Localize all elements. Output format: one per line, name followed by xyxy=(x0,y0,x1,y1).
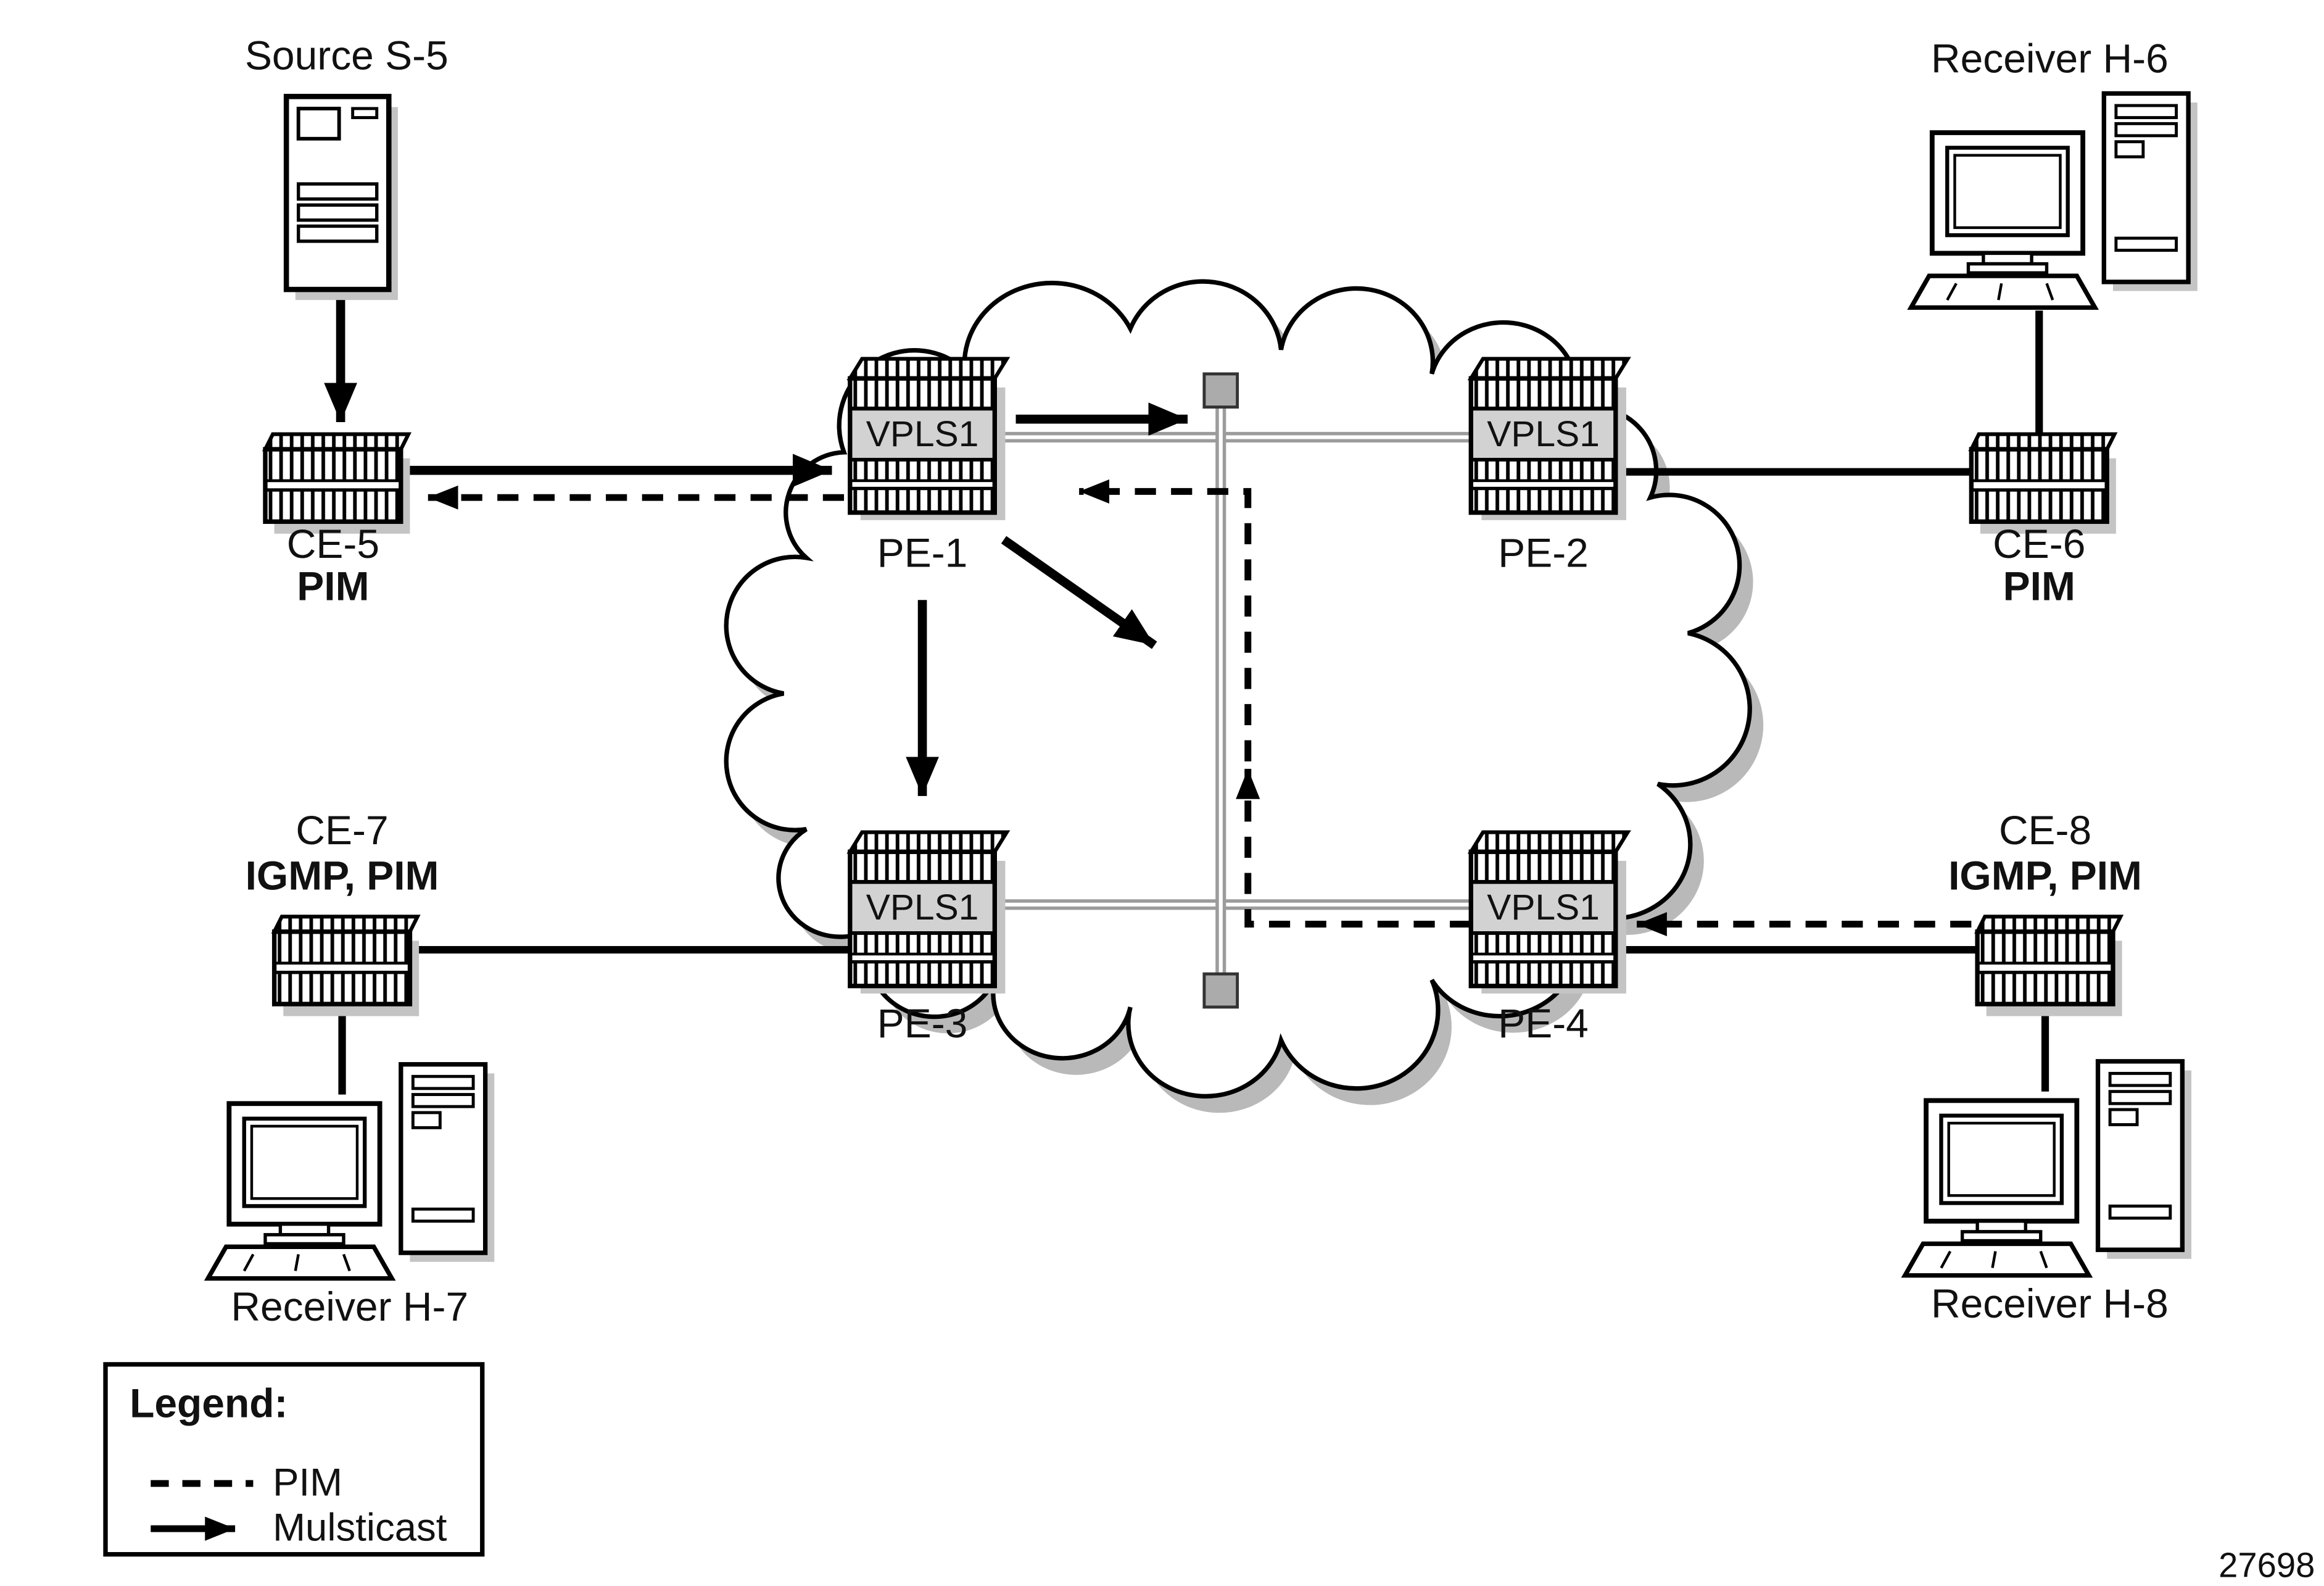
legend-title: Legend: xyxy=(130,1380,287,1426)
crossconnect-endpoint-top xyxy=(1202,372,1239,409)
ce7-switch-icon xyxy=(275,916,420,1016)
ce7-protocols: IGMP, PIM xyxy=(246,852,439,898)
multicast-flows xyxy=(324,295,1188,796)
crossconnect-endpoint-bottom xyxy=(1202,972,1239,1009)
receiver-h7-label: Receiver H-7 xyxy=(231,1284,468,1329)
multicast-arrow-pe1-diagonal xyxy=(1001,536,1157,649)
pe4-service-label: VPLS1 xyxy=(1487,887,1600,928)
source-label: Source S-5 xyxy=(245,32,449,78)
pe3-name: PE-3 xyxy=(877,1000,968,1046)
ce8-name: CE-8 xyxy=(1999,807,2091,853)
ce6-switch-icon xyxy=(1971,434,2116,534)
pe2-name: PE-2 xyxy=(1498,530,1589,576)
receiver-h7-icon xyxy=(208,1065,494,1279)
ce6-protocols: PIM xyxy=(2003,563,2075,608)
ce8-protocols: IGMP, PIM xyxy=(1948,852,2142,898)
pe2-service-label: VPLS1 xyxy=(1487,414,1600,454)
legend-box: Legend: PIM Mulsticast xyxy=(103,1362,485,1557)
pim-arrow-pe4-up xyxy=(1236,768,1471,928)
pe1-name: PE-1 xyxy=(877,530,968,576)
receiver-h6-icon xyxy=(1911,93,2198,307)
legend-pim-label: PIM xyxy=(273,1461,342,1504)
pim-flows xyxy=(428,479,1972,937)
ce5-name: CE-5 xyxy=(287,521,379,567)
receiver-h8-label: Receiver H-8 xyxy=(1931,1281,2169,1326)
legend-multicast-label: Mulsticast xyxy=(273,1506,447,1550)
legend-border xyxy=(103,1362,485,1557)
figure-number: 27698 xyxy=(2219,1545,2315,1584)
pe1-service-label: VPLS1 xyxy=(866,414,979,454)
pe3-service-label: VPLS1 xyxy=(866,887,979,928)
receiver-h8-icon xyxy=(1905,1061,2191,1276)
ce5-switch-icon xyxy=(265,434,410,534)
ce6-name: CE-6 xyxy=(1993,521,2085,567)
pim-arrow-to-pe1 xyxy=(1079,479,1252,762)
ce8-switch-icon xyxy=(1977,916,2122,1016)
source-server-icon xyxy=(286,96,398,300)
receiver-h6-label: Receiver H-6 xyxy=(1931,35,2169,81)
ce7-name: CE-7 xyxy=(296,807,388,853)
pe4-name: PE-4 xyxy=(1498,1000,1589,1046)
ce5-protocols: PIM xyxy=(297,563,369,608)
